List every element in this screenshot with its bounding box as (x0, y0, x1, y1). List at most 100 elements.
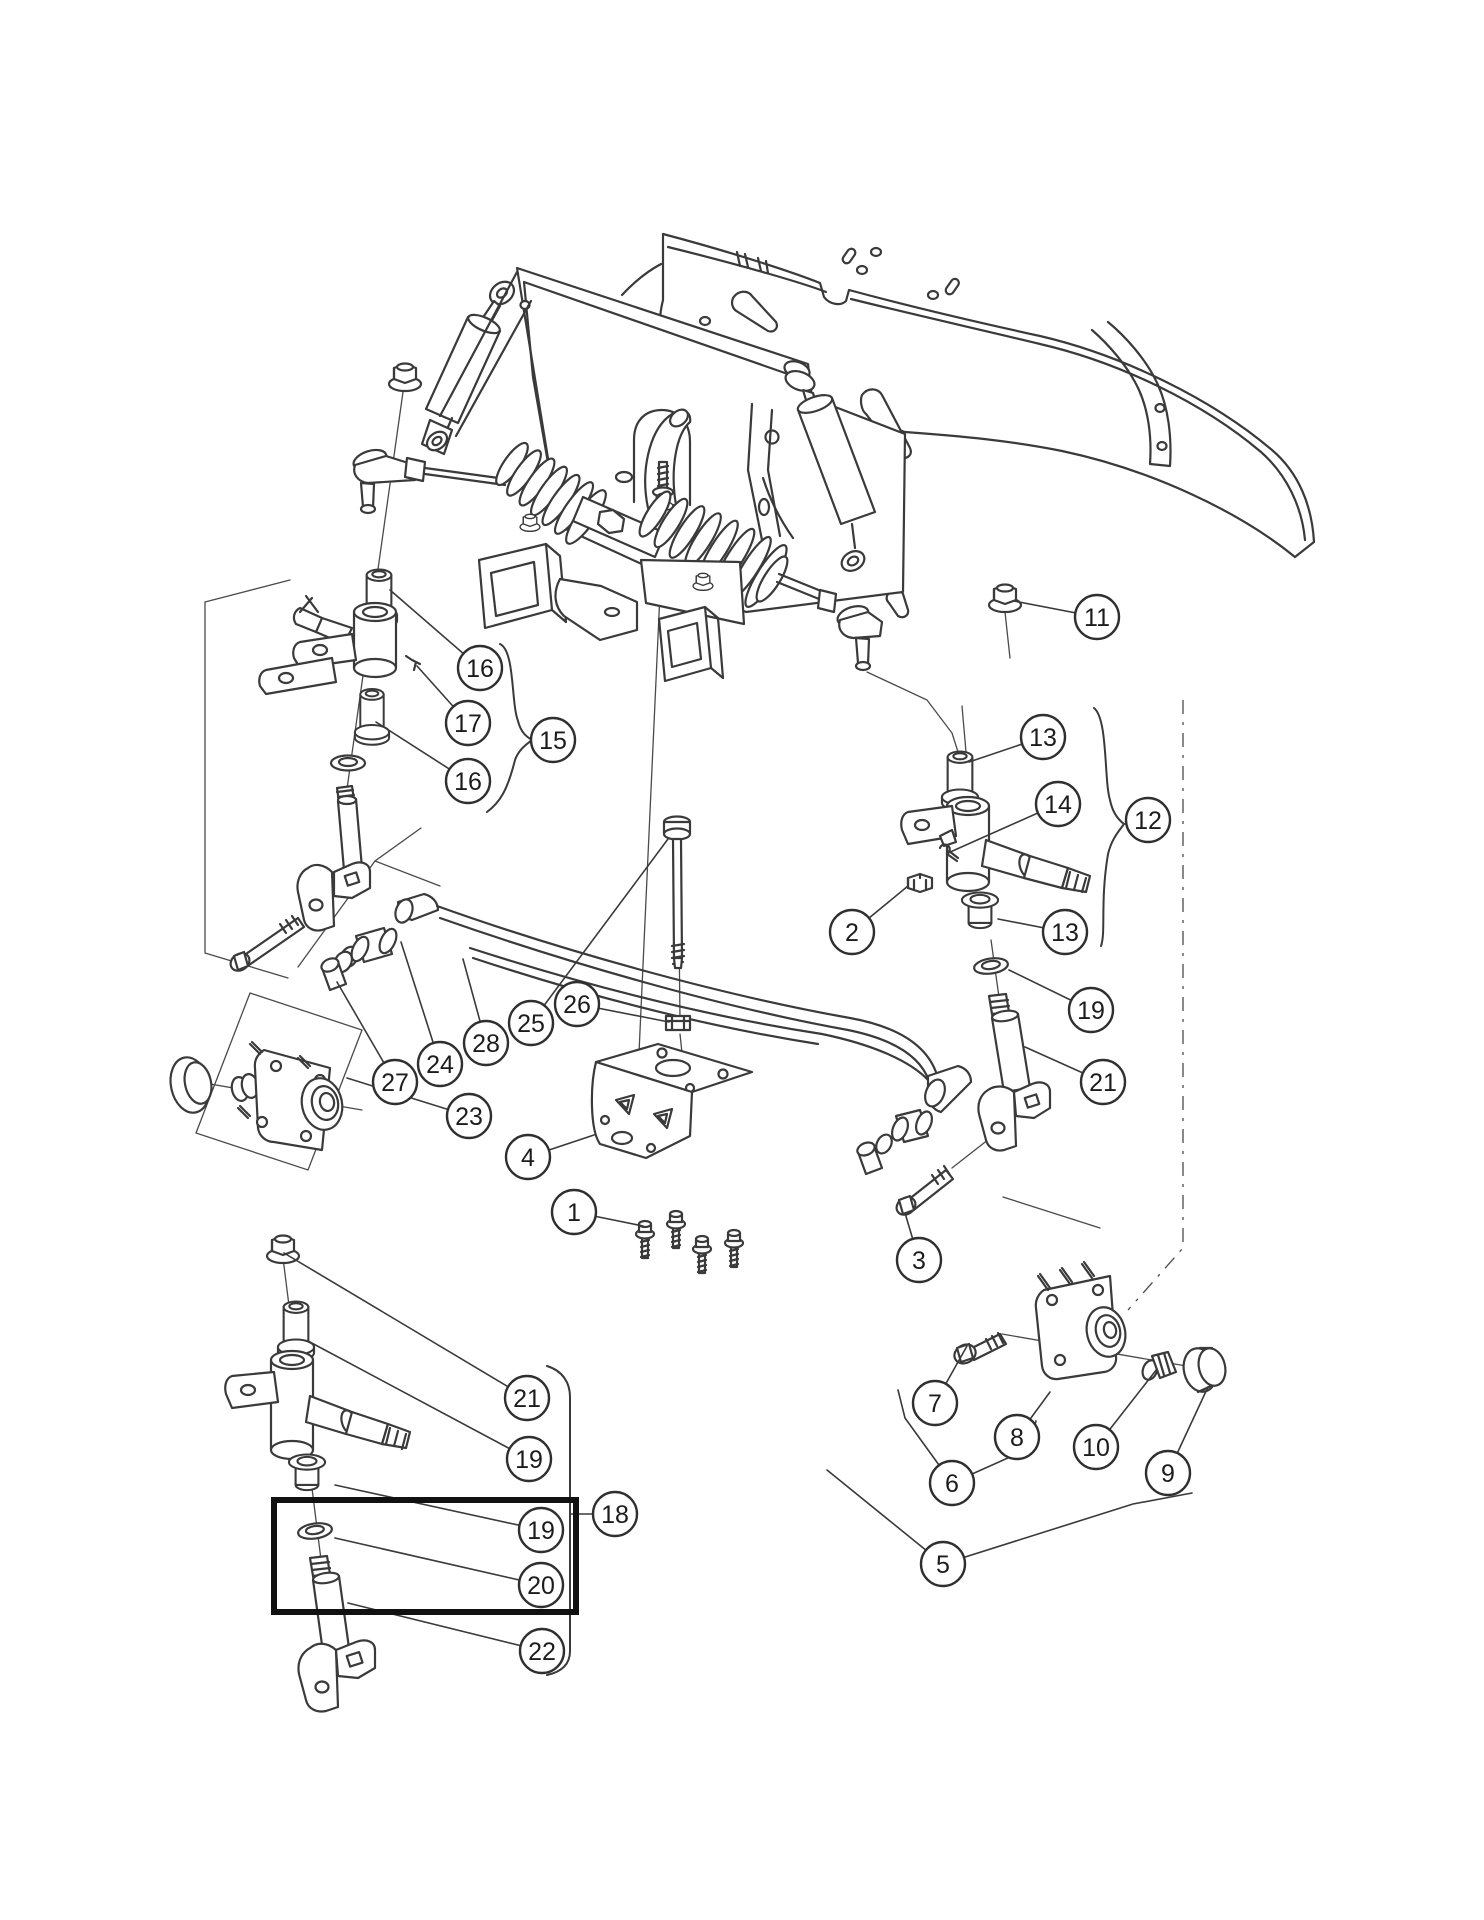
callout-number-15: 15 (539, 727, 567, 755)
callout-circle-19 (1067, 986, 1115, 1034)
callout-circle-3 (895, 1236, 943, 1284)
kingpin-left-upper (335, 784, 364, 872)
callout-circle-24 (416, 1040, 464, 1088)
callout-9: 9 (1144, 1449, 1192, 1497)
leader-line-25 (530, 838, 669, 1024)
callout-14: 14 (1034, 780, 1082, 828)
steering-knuckle-left (258, 594, 422, 696)
callout-number-25: 25 (517, 1010, 545, 1038)
callout-4: 4 (504, 1133, 552, 1181)
callout-27: 27 (371, 1058, 419, 1106)
callout-15: 15 (529, 716, 577, 764)
leaf-spring (394, 892, 939, 1083)
kingpin-right (987, 992, 1032, 1094)
callout-number-28: 28 (472, 1030, 500, 1058)
callout-number-21: 21 (513, 1385, 541, 1413)
hub-assembly-left (169, 1040, 344, 1152)
callout-20: 20 (517, 1561, 565, 1609)
callout-circle-19 (517, 1506, 565, 1554)
callout-2: 2 (828, 908, 876, 956)
spring-mount-plate (590, 1042, 754, 1160)
callout-circle-17 (444, 699, 492, 747)
callout-10: 10 (1072, 1423, 1120, 1471)
callout-12: 12 (1124, 796, 1172, 844)
spring-center-bolt (662, 815, 692, 970)
group-bracket-18 (546, 1365, 571, 1676)
shackle-bolt-right (895, 1164, 955, 1216)
callout-number-3: 3 (912, 1247, 926, 1275)
callout-circle-8 (993, 1413, 1041, 1461)
yoke-right (977, 1081, 1052, 1152)
callout-6: 6 (928, 1459, 976, 1507)
highlight-box (271, 1497, 579, 1615)
callout-circle-7 (911, 1379, 959, 1427)
callout-8: 8 (993, 1413, 1041, 1461)
hub-bolt-right (953, 1331, 1008, 1365)
thrust-washer-left-upper (329, 754, 367, 772)
shackle-bushing-right (856, 1133, 893, 1176)
callout-number-19: 19 (1077, 997, 1105, 1025)
kingpin-nut-right (906, 872, 934, 894)
callout-19: 19 (517, 1506, 565, 1554)
frame-mount-channels (477, 470, 746, 683)
callout-19: 19 (1067, 986, 1115, 1034)
callout-circle-15 (529, 716, 577, 764)
callout-circle-2 (828, 908, 876, 956)
callout-number-13: 13 (1051, 919, 1079, 947)
callout-16: 16 (456, 644, 504, 692)
callout-number-5: 5 (936, 1551, 950, 1579)
callout-circle-11 (1073, 593, 1121, 641)
callout-26: 26 (553, 980, 601, 1028)
leader-line-21 (283, 1252, 528, 1399)
callout-18: 18 (591, 1490, 639, 1538)
callout-circle-12 (1124, 796, 1172, 844)
callout-number-14: 14 (1044, 791, 1072, 819)
callout-circle-21 (503, 1374, 551, 1422)
kingpin-18 (308, 1554, 351, 1654)
shackle-sleeve-right (891, 1108, 933, 1144)
callout-number-22: 22 (528, 1638, 556, 1666)
callout-circle-28 (462, 1019, 510, 1067)
callout-circle-9 (1144, 1449, 1192, 1497)
callout-number-2: 2 (845, 919, 859, 947)
callout-25: 25 (507, 999, 555, 1047)
hub-assembly-right (1034, 1260, 1127, 1381)
leader-line-19 (307, 1340, 530, 1460)
support-bracket-right (746, 402, 795, 542)
callout-circle-4 (504, 1133, 552, 1181)
center-bolt-nut (664, 1014, 692, 1032)
callout-number-9: 9 (1161, 1460, 1175, 1488)
thrust-washer-18 (296, 1520, 334, 1542)
callout-number-6: 6 (945, 1470, 959, 1498)
callout-circle-10 (1072, 1423, 1120, 1471)
shock-absorber-left (420, 280, 516, 456)
shackle-bolt-left (229, 914, 306, 972)
callout-number-7: 7 (928, 1390, 942, 1418)
callout-circle-18 (591, 1490, 639, 1538)
callout-circle-6 (928, 1459, 976, 1507)
callout-number-13: 13 (1029, 724, 1057, 752)
callout-circle-5 (919, 1540, 967, 1588)
callout-13: 13 (1041, 908, 1089, 956)
steering-knuckle-right (900, 795, 1092, 894)
leader-line-5 (942, 1492, 1193, 1565)
callout-circle-13 (1041, 908, 1089, 956)
kingpin-bushing-lower-right (960, 891, 1000, 930)
callout-number-24: 24 (426, 1051, 454, 1079)
callout-number-1: 1 (567, 1199, 581, 1227)
callout-21: 21 (1079, 1058, 1127, 1106)
callout-circle-21 (1079, 1058, 1127, 1106)
callout-21: 21 (503, 1374, 551, 1422)
callout-circle-1 (550, 1188, 598, 1236)
steering-rack-assembly (352, 408, 884, 672)
callout-23: 23 (445, 1092, 493, 1140)
callout-number-20: 20 (527, 1572, 555, 1600)
callout-22: 22 (518, 1627, 566, 1675)
callout-circle-16 (456, 644, 504, 692)
callout-number-17: 17 (454, 710, 482, 738)
callout-circle-25 (507, 999, 555, 1047)
callout-7: 7 (911, 1379, 959, 1427)
tie-rod-nut-right (987, 583, 1023, 614)
callout-number-16: 16 (454, 768, 482, 796)
